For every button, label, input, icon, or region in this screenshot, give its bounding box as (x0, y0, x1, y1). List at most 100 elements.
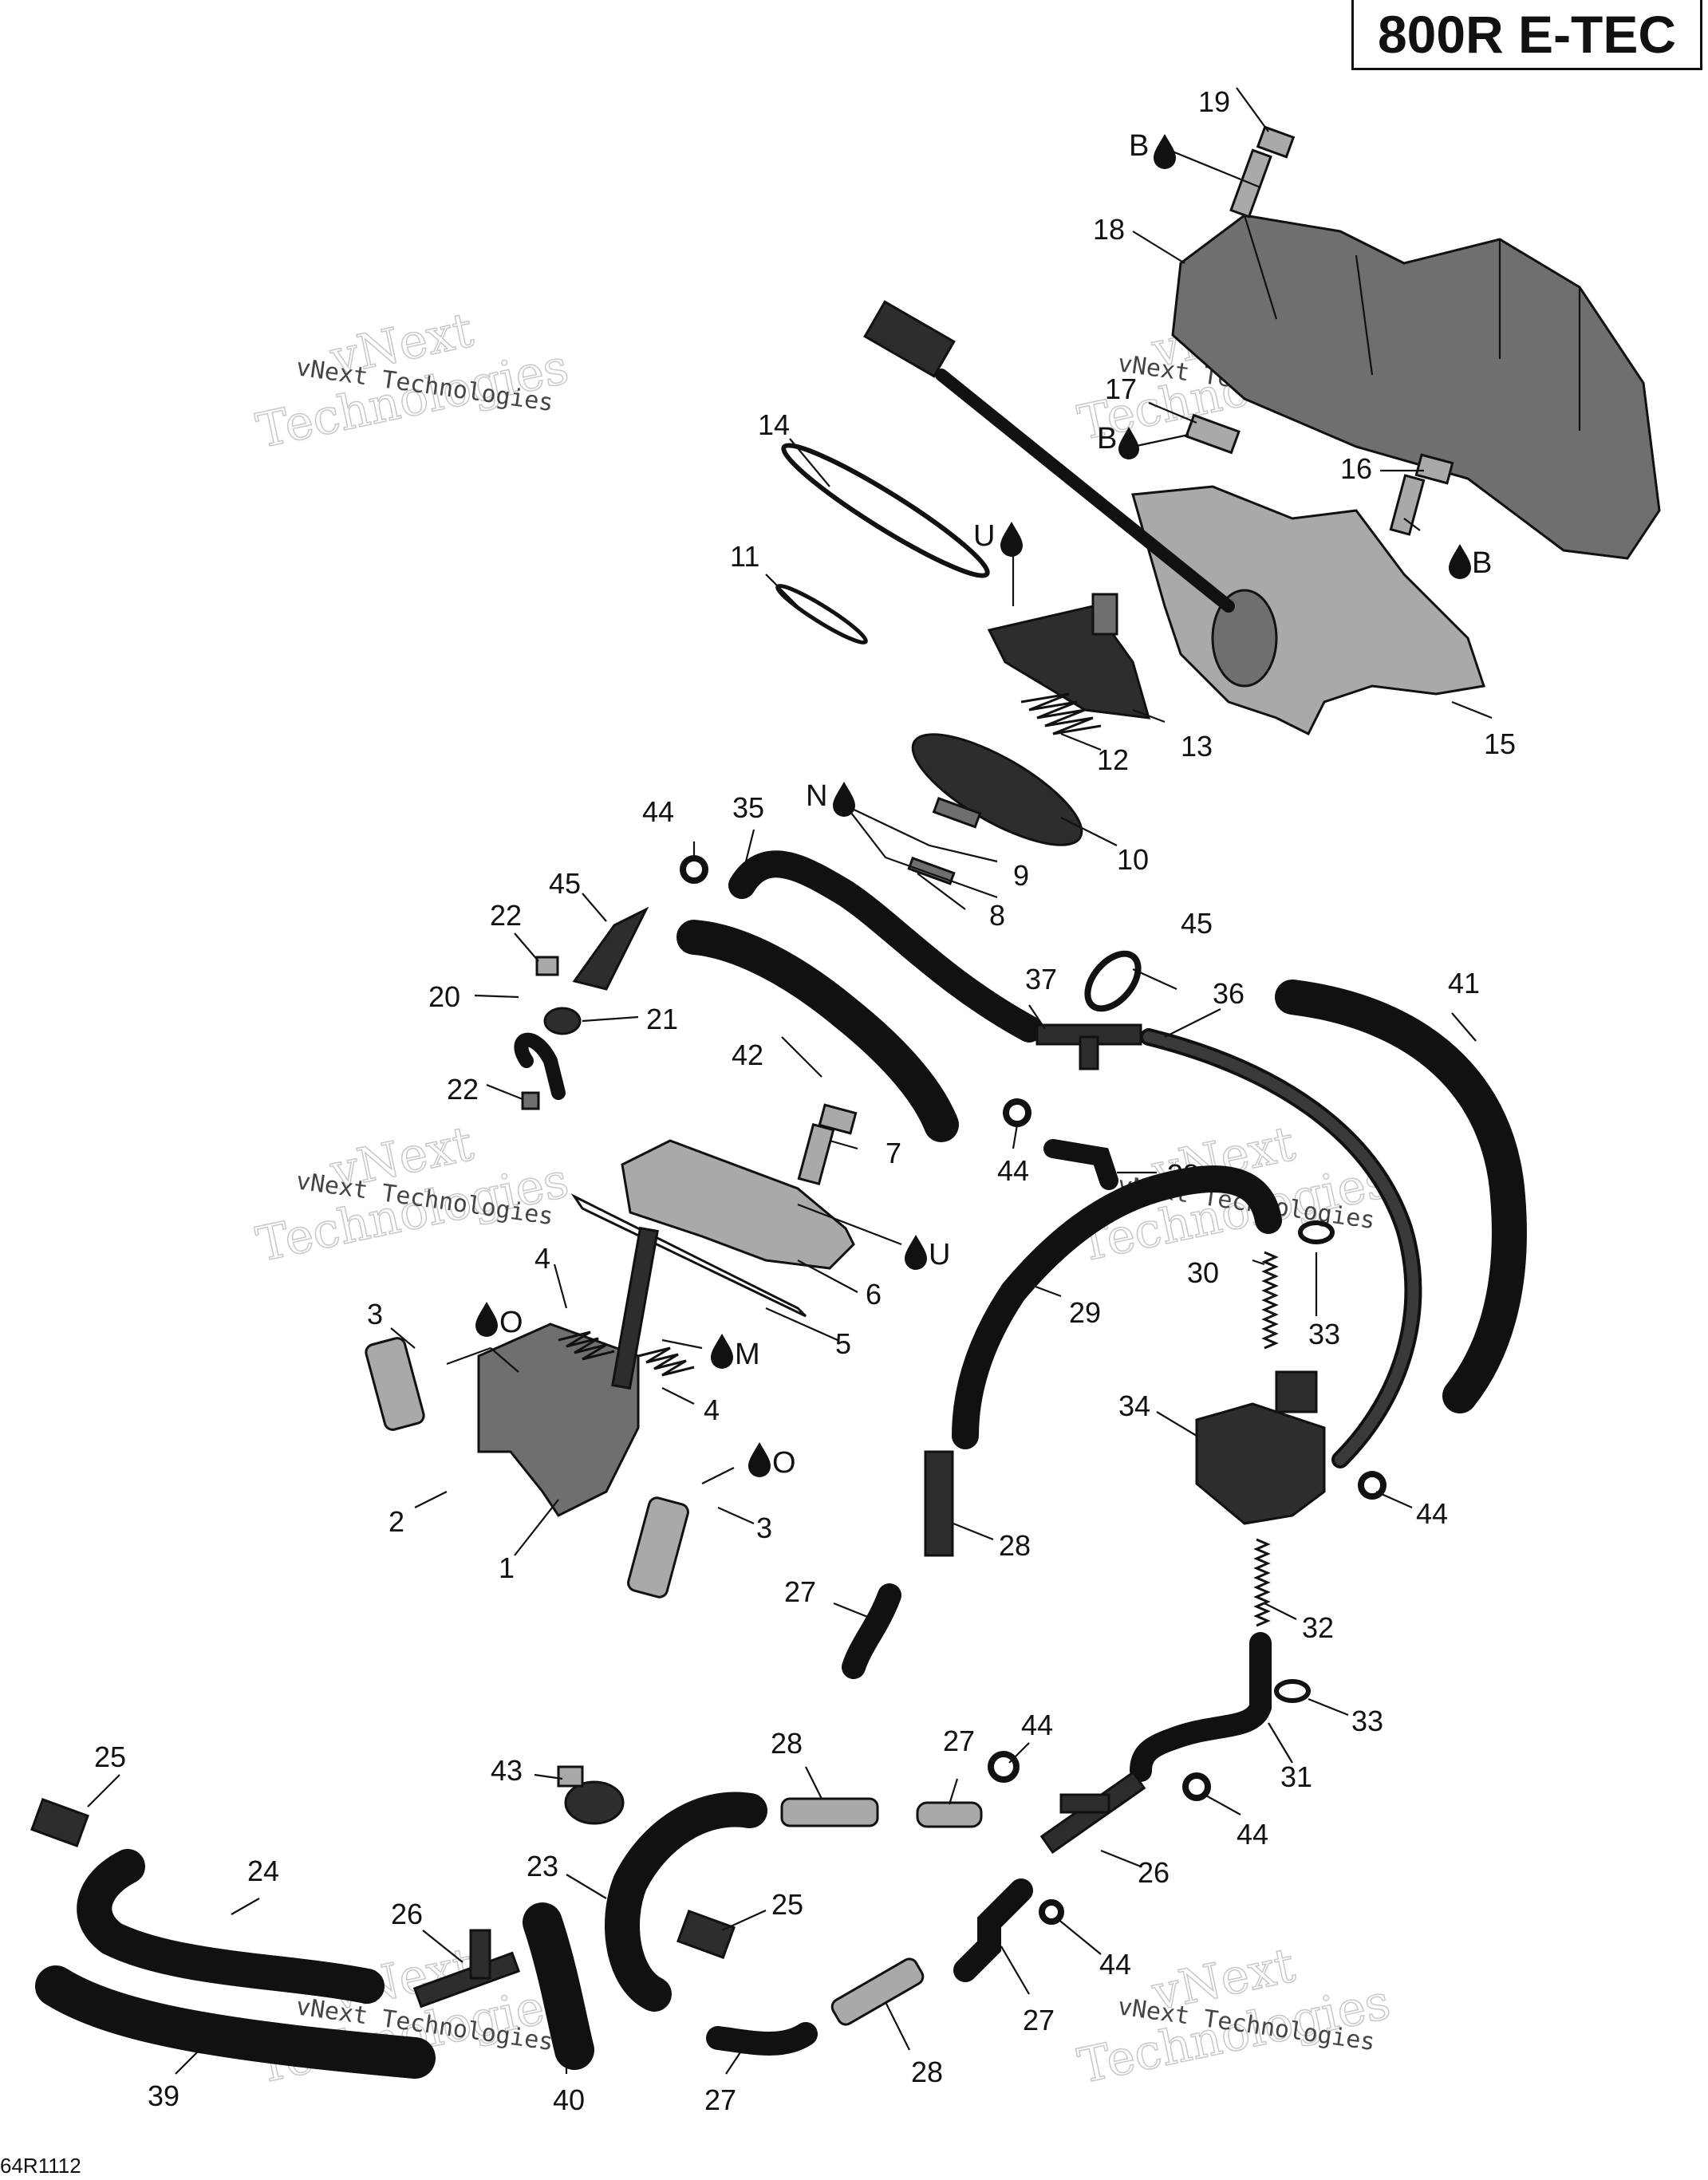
part-11-oring (775, 584, 868, 645)
part-5-gasket (570, 1193, 807, 1318)
drop-icon (1000, 522, 1023, 557)
callout-45: 45 (549, 867, 581, 900)
part-13-diaphragm (987, 605, 1151, 719)
part-28-check-valve-middle (780, 1797, 879, 1827)
callout-28: 28 (999, 1529, 1031, 1562)
part-21-grommet (543, 1007, 582, 1035)
part-31-hose (1130, 1632, 1272, 1782)
callout-19: 19 (1198, 85, 1230, 118)
svg-text:U: U (973, 519, 995, 553)
callout-27: 27 (1023, 2004, 1055, 2036)
drop-icon-mark-b-19: B (1129, 129, 1176, 169)
svg-text:U: U (929, 1238, 950, 1271)
part-26-tee-left (412, 1929, 521, 2009)
part-12-spring (1020, 692, 1102, 735)
callout-24: 24 (247, 1855, 279, 1887)
part-18-cover (1171, 214, 1661, 560)
callout-30: 30 (1187, 1256, 1219, 1289)
part-27-hose-lower-left (706, 2022, 818, 2056)
callout-44: 44 (1099, 1948, 1131, 1981)
drop-icon-mark-o-3: O (475, 1302, 523, 1339)
part-15-housing (1131, 485, 1485, 736)
part-20-elbow (514, 1032, 566, 1100)
drop-icon (1118, 427, 1139, 459)
callout-36: 36 (1213, 977, 1245, 1010)
callout-6: 6 (866, 1278, 882, 1311)
svg-text:B: B (1472, 546, 1492, 580)
callout-8: 8 (989, 899, 1005, 932)
callout-27: 27 (943, 1725, 975, 1757)
part-35-hose (728, 850, 1043, 1043)
part-32-spring-guard (1253, 1538, 1271, 1627)
drop-icon (833, 782, 855, 817)
callout-39: 39 (148, 2079, 179, 2112)
part-25-clamp-left (30, 1798, 89, 1847)
part-28-check-valve-upper (924, 1450, 954, 1557)
part-26-tee-right (1039, 1770, 1146, 1855)
callout-38: 38 (1167, 1158, 1199, 1191)
drop-icon (1449, 544, 1471, 579)
callout-22: 22 (447, 1073, 479, 1106)
callout-28: 28 (771, 1727, 803, 1760)
part-22-nut-upper (535, 956, 559, 976)
part-29-hose (952, 1165, 1282, 1449)
callout-23: 23 (527, 1850, 558, 1882)
part-44-clamp (1182, 1772, 1211, 1801)
part-44-clamp (988, 1751, 1020, 1783)
drop-icon (475, 1302, 498, 1337)
drop-icon-mark-u-13: U (973, 519, 1023, 557)
callout-12: 12 (1097, 743, 1129, 776)
part-6-plate (621, 1139, 855, 1270)
callout-40: 40 (553, 2083, 585, 2116)
part-9-pin (932, 797, 982, 829)
callout-15: 15 (1484, 727, 1516, 760)
part-3-nozzle-left (365, 1337, 425, 1431)
callout-11: 11 (730, 540, 759, 573)
callout-44: 44 (997, 1154, 1029, 1187)
callout-13: 13 (1181, 730, 1213, 763)
callout-42: 42 (732, 1039, 763, 1071)
part-13-stem (1091, 593, 1118, 636)
callout-7: 7 (886, 1137, 901, 1169)
part-27-hose-upper (842, 1583, 901, 1679)
callout-14: 14 (758, 408, 790, 441)
part-28-check-valve-lower (830, 1957, 925, 2026)
callout-labels: 1 2 3 3 4 4 5 6 7 8 9 10 11 12 13 14 15 … (94, 85, 1516, 2116)
callout-26: 26 (391, 1898, 423, 1930)
callout-27: 27 (704, 2083, 736, 2116)
drop-icon (711, 1334, 733, 1369)
part-14-oring (781, 443, 990, 578)
svg-text:B: B (1129, 129, 1149, 163)
callout-44: 44 (1021, 1709, 1053, 1741)
part-4-spring-upper (558, 1330, 615, 1361)
drop-icon-mark-n-9: N (806, 779, 855, 817)
svg-text:N: N (806, 779, 827, 813)
svg-text:B: B (1097, 422, 1117, 455)
part-44-clamp (1003, 1098, 1032, 1127)
callout-2: 2 (389, 1505, 404, 1538)
callout-34: 34 (1118, 1390, 1150, 1422)
part-30-spring-guard (1261, 1251, 1279, 1350)
part-16-bolt (1389, 453, 1454, 536)
callout-20: 20 (428, 980, 460, 1013)
part-34-connector (1275, 1370, 1318, 1413)
callout-44: 44 (1416, 1497, 1448, 1530)
callout-29: 29 (1069, 1296, 1101, 1329)
part-22-nut-lower (521, 1091, 540, 1110)
drop-icon-mark-u-6: U (905, 1235, 950, 1271)
part-34-solenoid (1195, 1402, 1326, 1525)
callout-32: 32 (1302, 1611, 1334, 1644)
callout-4: 4 (704, 1394, 720, 1426)
part-43-clip (557, 1765, 625, 1825)
callout-18: 18 (1093, 213, 1125, 246)
drop-icon (1154, 134, 1176, 169)
part-27-hose-lower-right (953, 1878, 1033, 1982)
callout-9: 9 (1013, 859, 1029, 892)
svg-text:O: O (499, 1306, 523, 1339)
part-39-hose (35, 1965, 436, 2079)
callout-33: 33 (1351, 1705, 1383, 1737)
callout-17: 17 (1105, 373, 1137, 405)
callout-27: 27 (784, 1575, 816, 1608)
diagram-title: 800R E-TEC (1351, 0, 1702, 70)
